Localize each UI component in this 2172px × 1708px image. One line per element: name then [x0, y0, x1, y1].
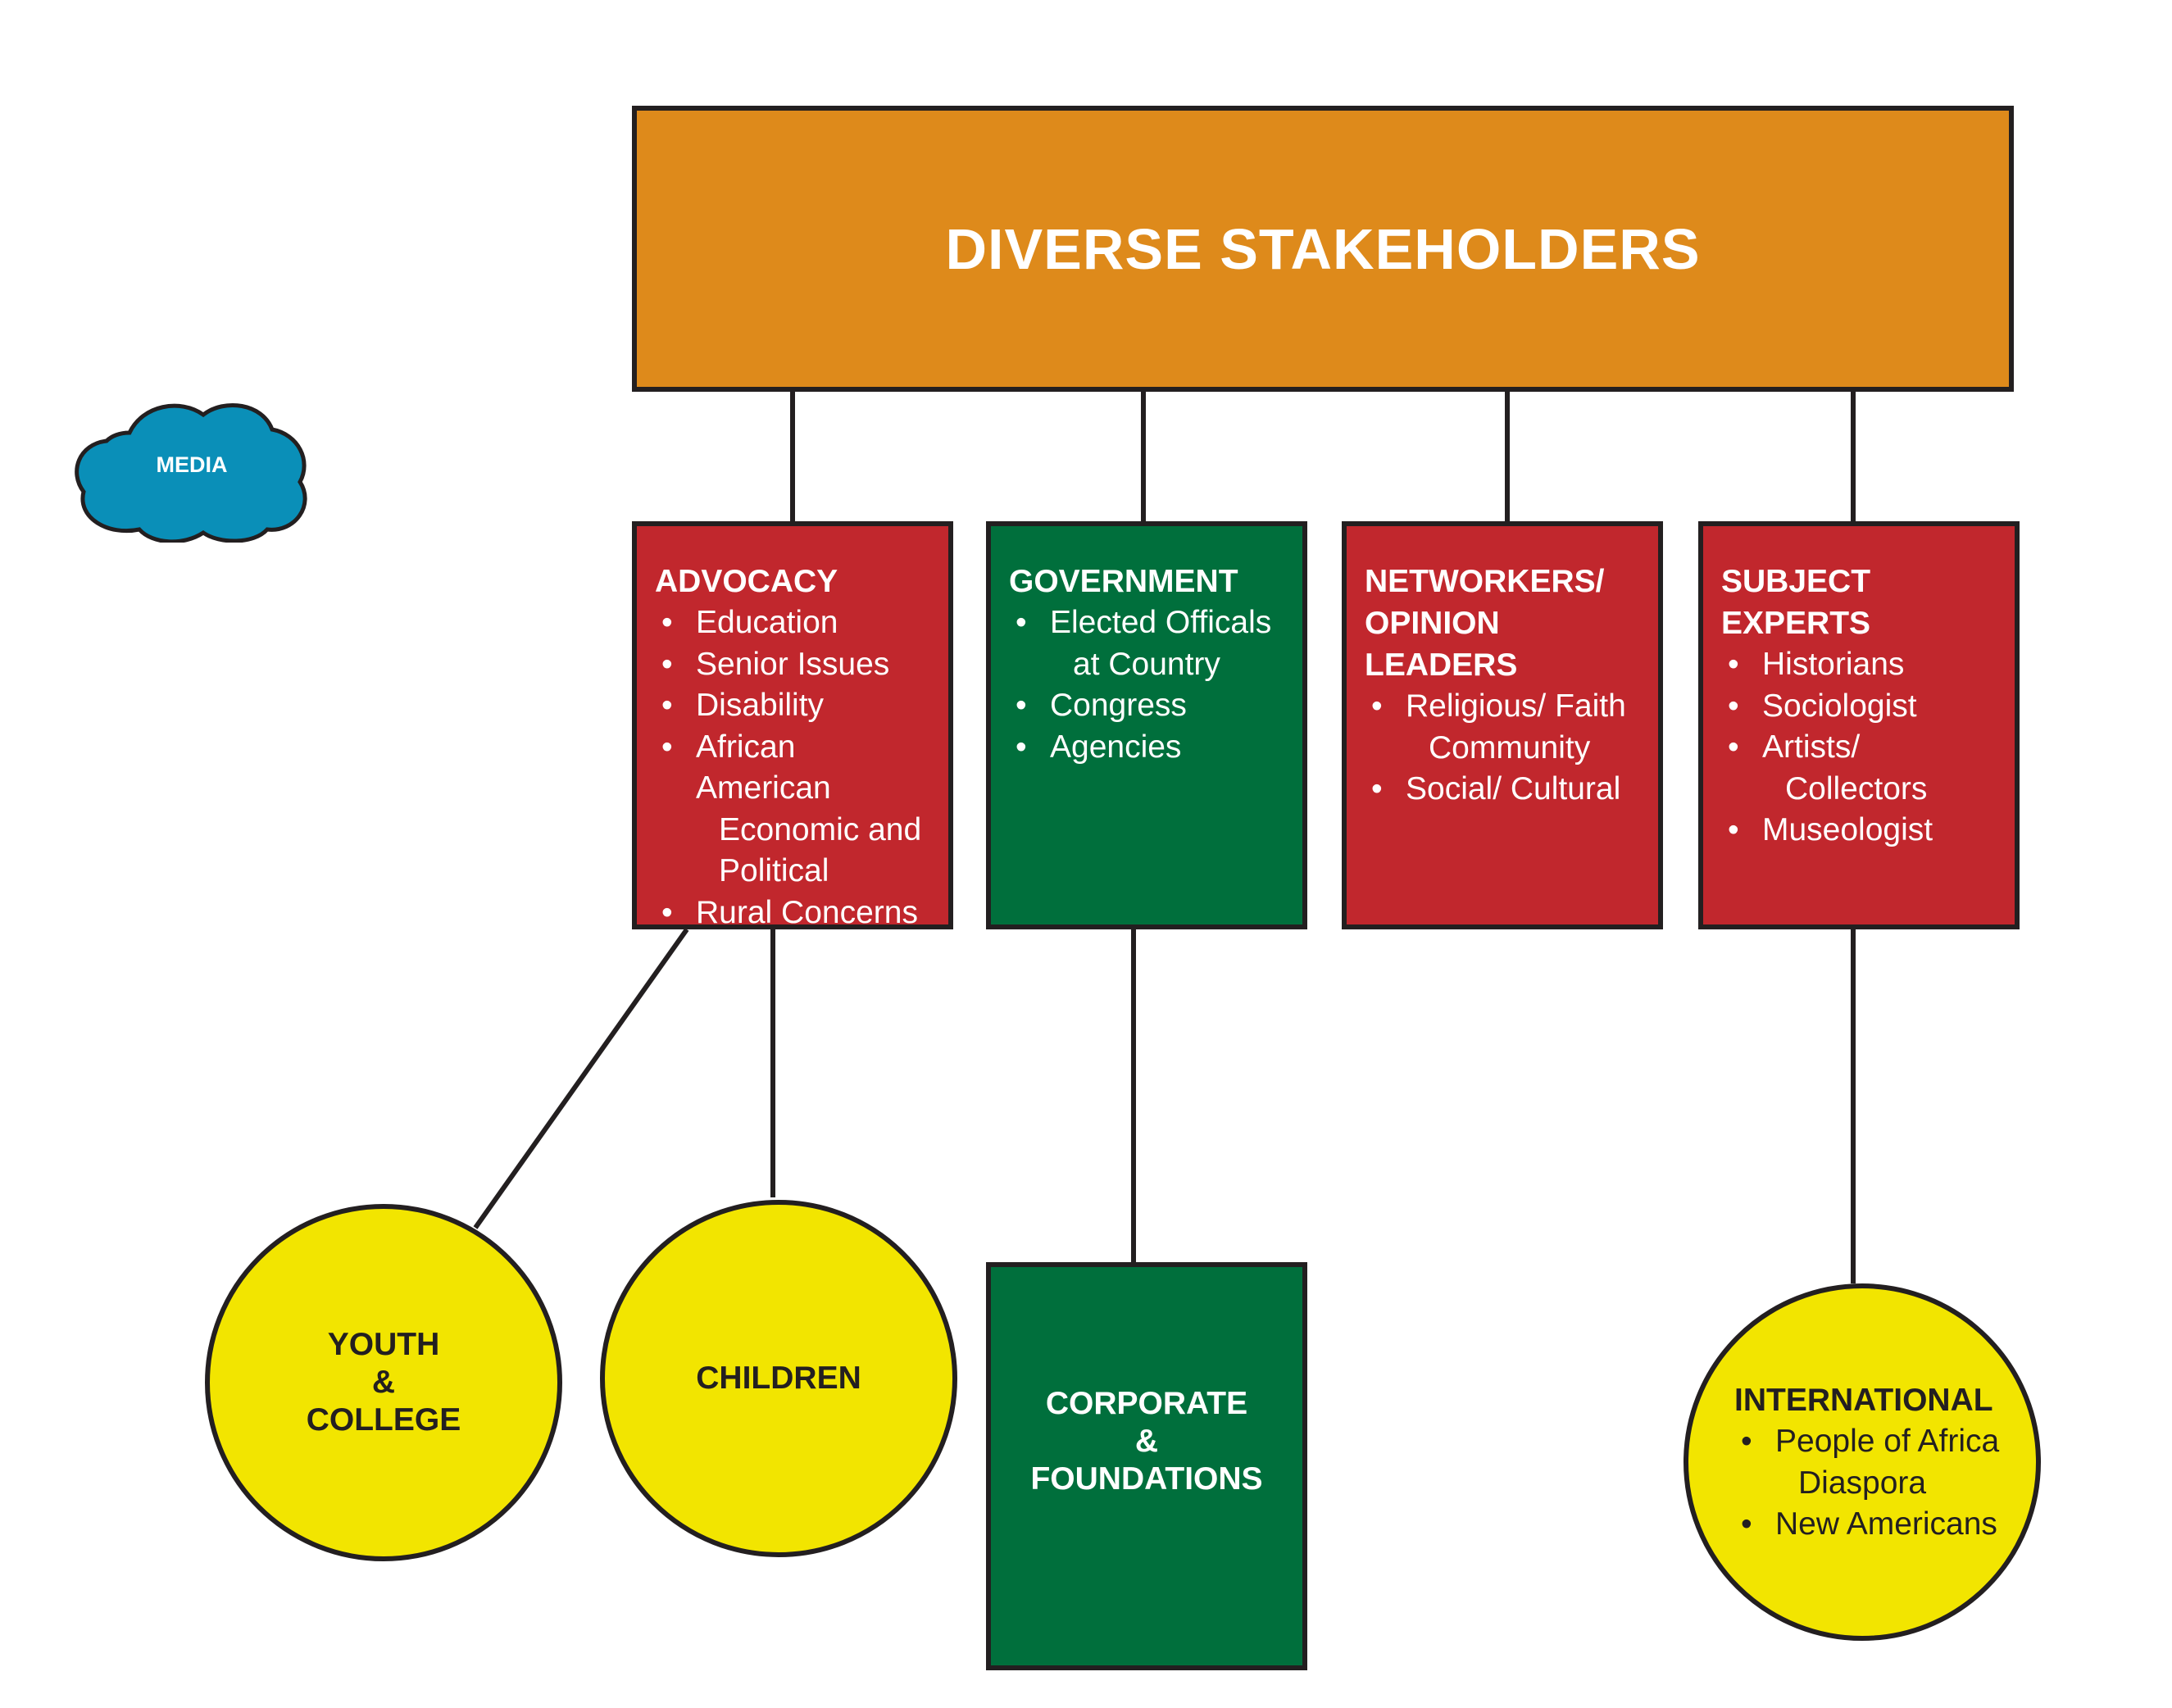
- root-title: DIVERSE STAKEHOLDERS: [945, 216, 1701, 281]
- international-title: INTERNATIONAL: [1734, 1383, 1993, 1418]
- experts-box: SUBJECT EXPERTS Historians Sociologist A…: [1698, 521, 2020, 929]
- media-label: MEDIA: [156, 452, 228, 477]
- connector-advocacy-youth: [473, 928, 689, 1229]
- advocacy-title: ADVOCACY: [655, 564, 838, 599]
- networkers-box: NETWORKERS/OPINION LEADERS Religious/ Fa…: [1342, 521, 1663, 929]
- international-circle: INTERNATIONAL People of Africa Diaspora …: [1684, 1283, 2041, 1641]
- experts-title: SUBJECT EXPERTS: [1721, 564, 1871, 641]
- list-item: Museologist: [1718, 810, 2003, 852]
- list-item: Disability: [652, 685, 937, 727]
- youth-college-circle: YOUTH&COLLEGE: [205, 1204, 562, 1561]
- list-item: Education: [652, 602, 937, 644]
- list-item: People of Africa Diaspora: [1731, 1421, 2034, 1504]
- list-item: Elected Officals at Country: [1006, 602, 1291, 685]
- list-item: Senior Issues: [652, 644, 937, 686]
- networkers-list: Religious/ Faith Community Social/ Cultu…: [1361, 686, 1647, 811]
- list-item: Sociologist: [1718, 686, 2003, 728]
- list-item-continuation: Diaspora: [1798, 1465, 1927, 1501]
- root-box: DIVERSE STAKEHOLDERS: [632, 106, 2014, 392]
- international-content: INTERNATIONAL People of Africa Diaspora …: [1731, 1380, 2034, 1546]
- list-item: African American Economic and Political: [652, 727, 937, 893]
- government-box: GOVERNMENT Elected Officals at Country C…: [986, 521, 1307, 929]
- government-list: Elected Officals at Country Congress Age…: [1006, 602, 1291, 768]
- list-item: New Americans: [1731, 1504, 2034, 1546]
- list-item: Religious/ Faith Community: [1361, 686, 1647, 769]
- advocacy-box: ADVOCACY Education Senior Issues Disabil…: [632, 521, 953, 933]
- media-cloud: MEDIA: [72, 393, 311, 544]
- government-title: GOVERNMENT: [1009, 564, 1238, 599]
- list-item: Social/ Cultural: [1361, 769, 1647, 811]
- list-item-continuation: at Country: [1073, 646, 1220, 682]
- networkers-title: NETWORKERS/OPINION LEADERS: [1365, 564, 1605, 683]
- list-item: Historians: [1718, 644, 2003, 686]
- list-item: Agencies: [1006, 727, 1291, 769]
- advocacy-list: Education Senior Issues Disability Afric…: [652, 602, 937, 933]
- list-item-continuation: Collectors: [1785, 770, 1928, 806]
- list-item: Artists/ Collectors: [1718, 727, 2003, 810]
- corporate-foundations-box: CORPORATE&FOUNDATIONS: [986, 1262, 1307, 1670]
- list-item: Congress: [1006, 685, 1291, 727]
- youth-college-label: YOUTH&COLLEGE: [306, 1327, 461, 1438]
- experts-list: Historians Sociologist Artists/ Collecto…: [1718, 644, 2003, 852]
- children-circle: CHILDREN: [600, 1200, 957, 1557]
- international-list: People of Africa Diaspora New Americans: [1731, 1421, 2034, 1546]
- corporate-foundations-label: CORPORATE&FOUNDATIONS: [1030, 1386, 1263, 1497]
- children-label: CHILDREN: [696, 1360, 861, 1396]
- list-item-continuation: Political: [719, 853, 829, 888]
- list-item-continuation: Economic and: [719, 811, 922, 847]
- list-item-continuation: Community: [1429, 729, 1591, 765]
- list-item: Rural Concerns: [652, 893, 937, 934]
- cloud-icon: [75, 402, 307, 544]
